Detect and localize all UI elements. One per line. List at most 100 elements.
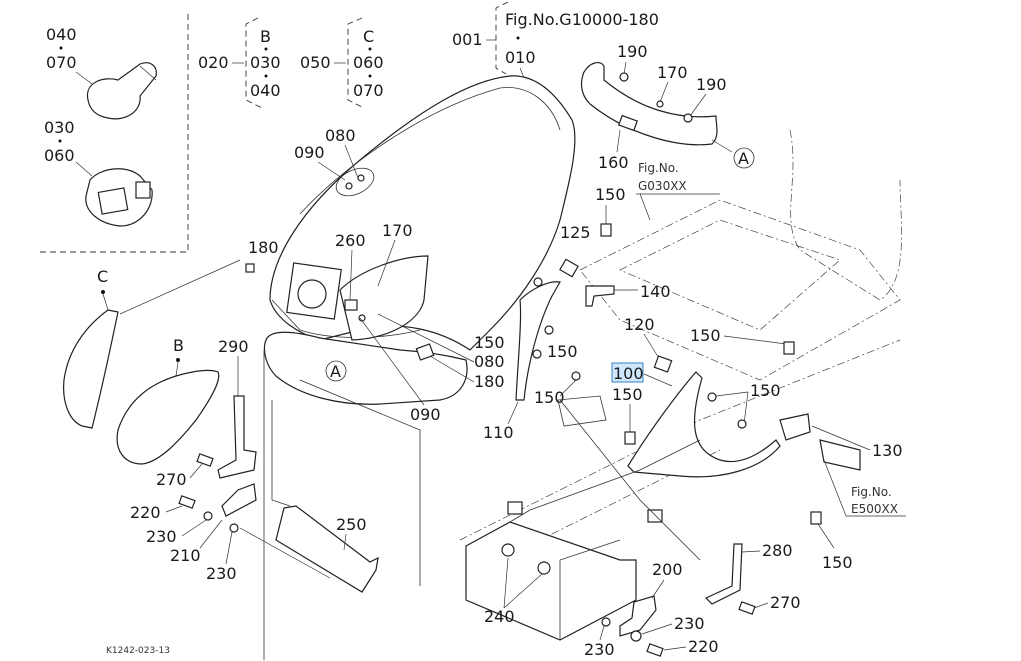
callout-140[interactable]: 140 (640, 282, 671, 301)
callout-230[interactable]: 230 (206, 564, 237, 583)
callout-020[interactable]: 020 (198, 53, 229, 72)
socket-label-1[interactable]: 030 (44, 118, 75, 137)
lamp-c-part[interactable]: C (63, 259, 241, 429)
callout-280[interactable]: 280 (762, 541, 793, 560)
stay-100-part[interactable] (627, 371, 781, 478)
callout-220[interactable]: 220 (688, 637, 719, 656)
stay-110-part[interactable] (515, 281, 561, 401)
callout-220[interactable]: 220 (130, 503, 161, 522)
front-frame-callouts: 240 230 (484, 543, 615, 659)
bolt-icon (571, 371, 581, 381)
callout-050[interactable]: 050 (300, 53, 331, 72)
callout-210[interactable]: 210 (170, 546, 201, 565)
group-item-060[interactable]: 060 (353, 53, 384, 72)
group-020: 020 B 030 040 (198, 17, 281, 109)
callout-240[interactable]: 240 (484, 607, 515, 626)
bolt-icon (783, 341, 795, 355)
callout-001[interactable]: 001 (452, 30, 483, 49)
group-item-040[interactable]: 040 (250, 81, 281, 100)
ref-g030-line1[interactable]: Fig.No. (638, 161, 679, 175)
callout-090[interactable]: 090 (410, 405, 441, 424)
bracket-140-part[interactable] (585, 285, 615, 307)
callout-230[interactable]: 230 (674, 614, 705, 633)
callout-150[interactable]: 150 (822, 553, 853, 572)
callout-230[interactable]: 230 (146, 527, 177, 546)
callout-190[interactable]: 190 (696, 75, 727, 94)
leader-line (181, 519, 207, 537)
callout-150[interactable]: 150 (750, 381, 781, 400)
callout-270[interactable]: 270 (156, 470, 187, 489)
group-bracket (347, 17, 365, 109)
callout-270[interactable]: 270 (770, 593, 801, 612)
callout-230[interactable]: 230 (584, 640, 615, 659)
stay-210-part[interactable] (221, 483, 257, 517)
callout-180[interactable]: 180 (474, 372, 505, 391)
callout-170[interactable]: 170 (382, 221, 413, 240)
leader-line (377, 239, 396, 287)
bolt-icon (810, 511, 822, 525)
callout-110[interactable]: 110 (483, 423, 514, 442)
callout-200[interactable]: 200 (652, 560, 683, 579)
group-item-b[interactable]: B (260, 27, 271, 46)
marker-a[interactable]: A (330, 362, 341, 381)
cover-250-part[interactable] (275, 505, 379, 593)
ref-e500-line2[interactable]: E500XX (851, 502, 898, 516)
stay-200-part[interactable] (619, 595, 657, 637)
bumper-callouts: 190 170 190 160 A (598, 42, 755, 172)
callout-180[interactable]: 180 (248, 238, 279, 257)
bulb-part[interactable] (86, 62, 157, 120)
callout-150[interactable]: 150 (534, 388, 565, 407)
callout-160[interactable]: 160 (598, 153, 629, 172)
group-item-030[interactable]: 030 (250, 53, 281, 72)
callout-090[interactable]: 090 (294, 143, 325, 162)
highlight-box (611, 362, 644, 383)
socket-label-2[interactable]: 060 (44, 146, 75, 165)
callout-130[interactable]: 130 (872, 441, 903, 460)
callout-150[interactable]: 150 (547, 342, 578, 361)
lamp-b-part[interactable]: B (116, 336, 220, 465)
marker-a-circle (325, 360, 347, 382)
callout-190[interactable]: 190 (617, 42, 648, 61)
leader-line (239, 527, 331, 579)
bolt-icon (707, 392, 717, 402)
callout-100-highlighted[interactable]: 100 (613, 364, 644, 383)
callout-260[interactable]: 260 (335, 231, 366, 250)
clip-120-part[interactable] (653, 355, 673, 373)
callout-125[interactable]: 125 (560, 223, 591, 242)
group-item-c[interactable]: C (363, 27, 374, 46)
washer-icon (345, 182, 353, 190)
callout-080[interactable]: 080 (325, 126, 356, 145)
bumper-bar-part[interactable] (580, 62, 718, 146)
marker-c[interactable]: C (97, 267, 108, 286)
separator-dot (58, 139, 62, 143)
callout-150[interactable]: 150 (690, 326, 721, 345)
marker-a[interactable]: A (738, 149, 749, 168)
callout-250[interactable]: 250 (336, 515, 367, 534)
stay-280-part[interactable] (704, 543, 743, 605)
marker-b[interactable]: B (173, 336, 184, 355)
guide-line (299, 379, 421, 586)
callout-120[interactable]: 120 (624, 315, 655, 334)
group-item-010[interactable]: 010 (505, 48, 536, 67)
bolt-icon (544, 325, 554, 335)
bolt-icon (196, 453, 214, 467)
group-item-070[interactable]: 070 (353, 81, 384, 100)
stay-290-part[interactable] (217, 395, 257, 479)
bulb-label-1[interactable]: 040 (46, 25, 77, 44)
bracket-130-part[interactable] (779, 413, 811, 441)
socket-part[interactable] (85, 168, 153, 227)
callout-150[interactable]: 150 (595, 185, 626, 204)
callout-150[interactable]: 150 (612, 385, 643, 404)
callout-170[interactable]: 170 (657, 63, 688, 82)
bulb-label-2[interactable]: 070 (46, 53, 77, 72)
callout-150[interactable]: 150 (474, 333, 505, 352)
ref-g030-line2[interactable]: G030XX (638, 179, 687, 193)
ref-e500-line1[interactable]: Fig.No. (851, 485, 892, 499)
callout-080[interactable]: 080 (474, 352, 505, 371)
separator-dot (264, 74, 268, 78)
callout-290[interactable]: 290 (218, 337, 249, 356)
figure-reference[interactable]: Fig.No.G10000-180 (505, 10, 659, 29)
leader-line (643, 333, 661, 361)
leader-line (503, 557, 509, 609)
drawing-number: K1242-023-13 (106, 646, 170, 656)
